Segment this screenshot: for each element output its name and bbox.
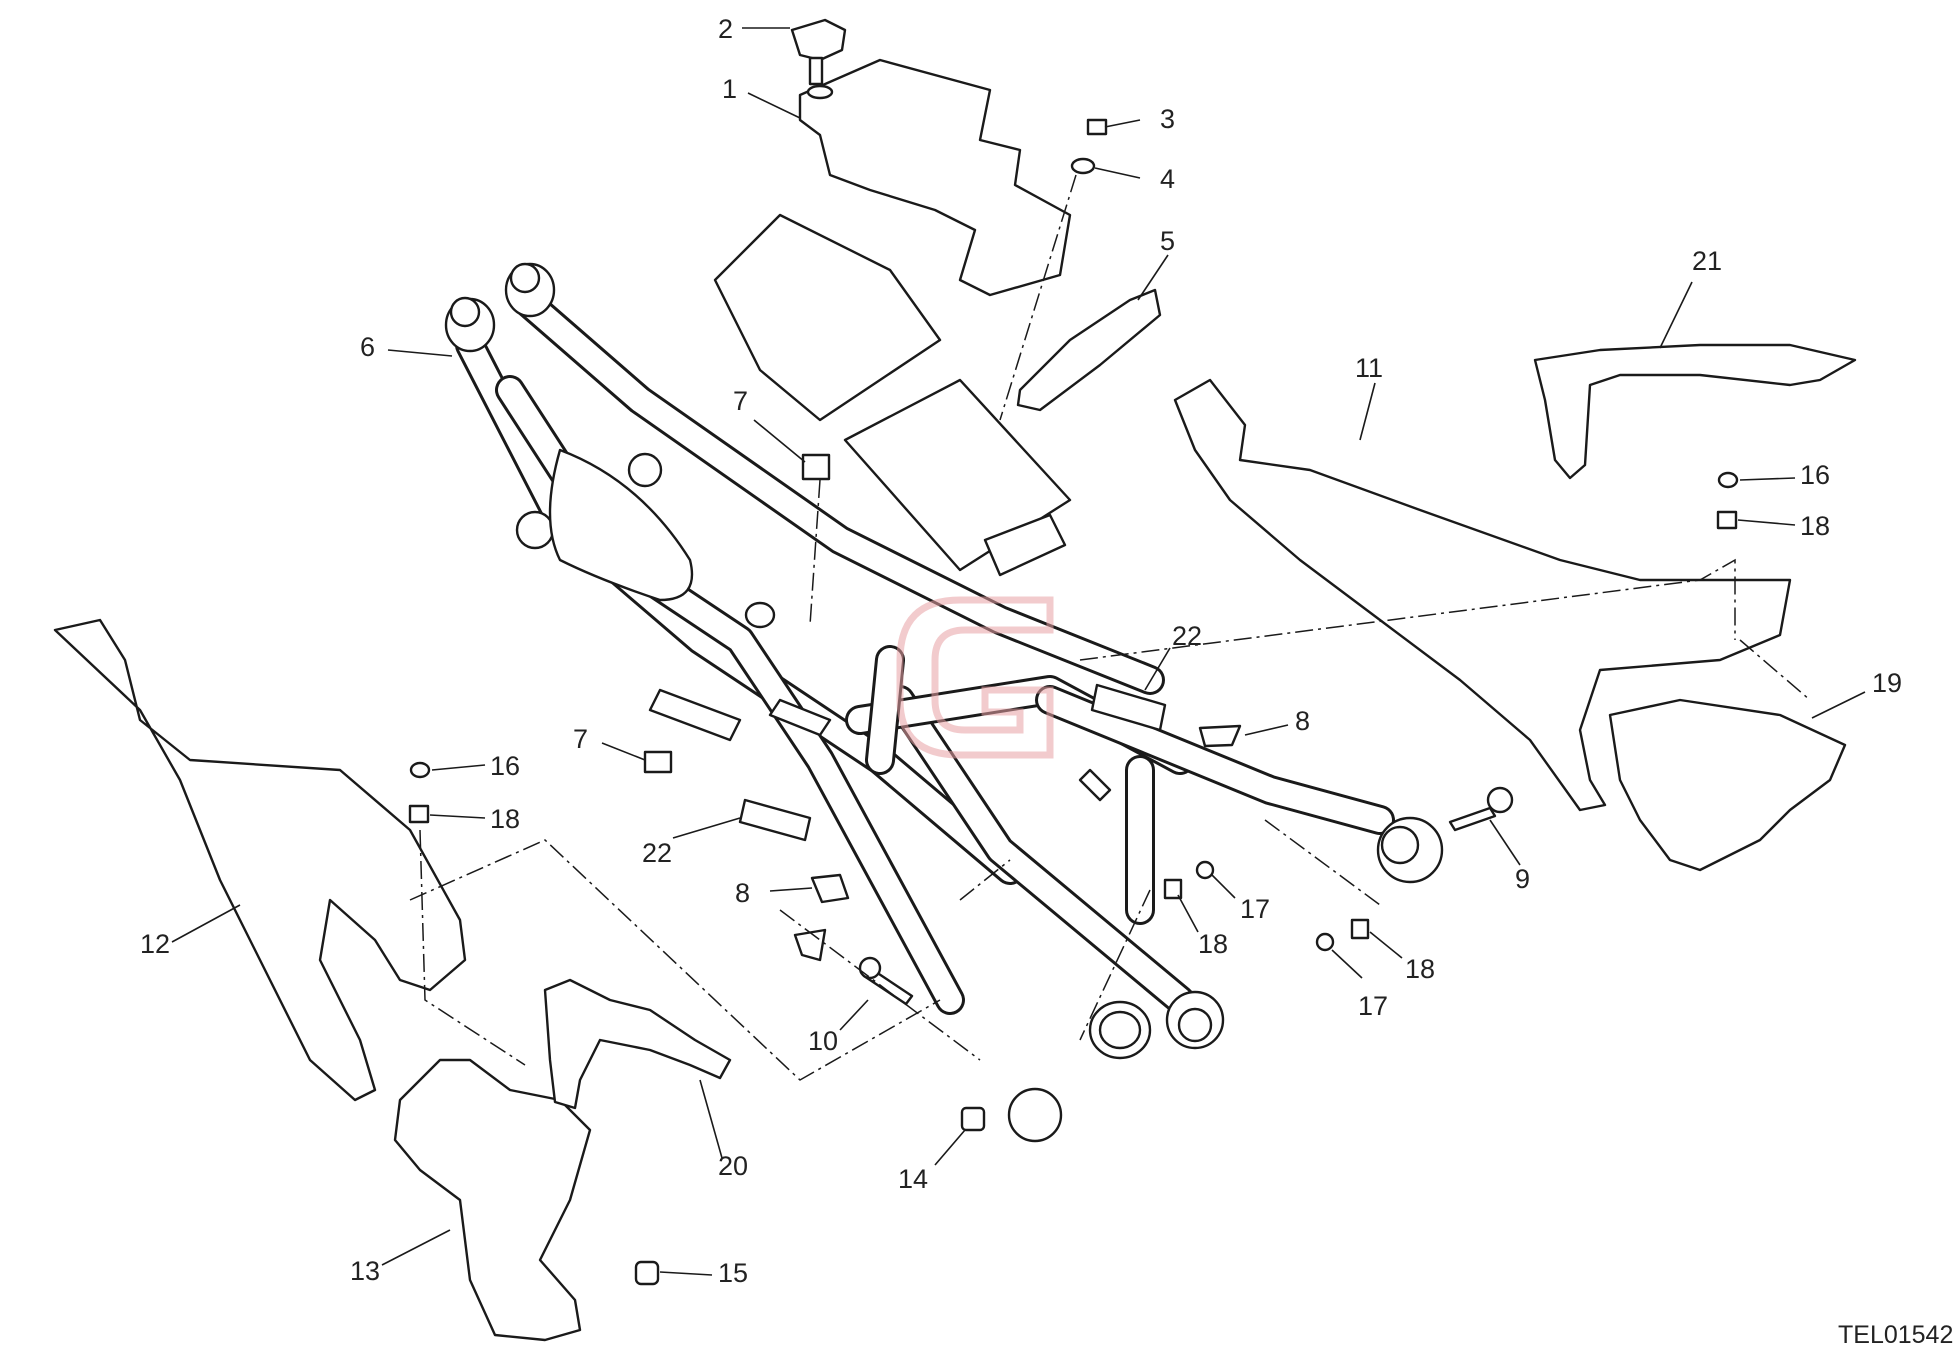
part-4-washer (1070, 157, 1096, 175)
part-20-strap (543, 978, 732, 1110)
part-1-bracket (798, 58, 1072, 297)
part-16-screw-left (409, 761, 431, 779)
part-7-clip-upper (801, 453, 831, 481)
part-2-knob (790, 18, 847, 62)
part-17-screw-upper (1195, 860, 1215, 880)
part-17-screw-lower (1315, 932, 1335, 952)
callout-18-mid: 18 (1198, 929, 1228, 959)
part-12-side-panel (53, 618, 467, 1102)
callout-2: 2 (718, 14, 733, 44)
assembly-lines (409, 174, 1811, 1081)
callout-5: 5 (1160, 226, 1175, 256)
callout-1: 1 (722, 74, 737, 104)
callout-16-right: 16 (1800, 460, 1830, 490)
part-9-bolt (1448, 806, 1497, 832)
callout-8-lower: 8 (735, 878, 750, 908)
callout-9: 9 (1515, 864, 1530, 894)
callout-14: 14 (898, 1164, 928, 1194)
part-13-lower-cover (393, 1058, 592, 1342)
part-7-clip-lower (643, 750, 673, 774)
callout-13: 13 (350, 1256, 380, 1286)
callout-21: 21 (1692, 246, 1722, 276)
callout-20: 20 (718, 1151, 748, 1181)
part-3-bolt (1086, 118, 1108, 136)
callout-6: 6 (360, 332, 375, 362)
callout-18-left: 18 (490, 804, 520, 834)
callout-19: 19 (1872, 668, 1902, 698)
part-8-grommet-b (810, 873, 850, 904)
ecu-unit (843, 378, 1072, 572)
part-18-clip-left (408, 804, 430, 824)
callout-4: 4 (1160, 164, 1175, 194)
part-22-label-upper (1090, 683, 1167, 732)
callout-17-upper: 17 (1240, 894, 1270, 924)
part-9-bolt-head (1486, 786, 1514, 814)
part-10-bolt-head (858, 956, 882, 980)
part-15-grommet (634, 1260, 660, 1286)
callout-18-low: 18 (1405, 954, 1435, 984)
callout-11: 11 (1355, 353, 1383, 383)
part-18-clip-right (1716, 510, 1738, 530)
part-8-grommet-c (793, 928, 827, 962)
part-16-screw-right (1717, 471, 1739, 489)
part-11-side-panel (1173, 378, 1792, 812)
ecu-connector (983, 513, 1067, 577)
part-2-knob-stem (808, 56, 824, 86)
part-18-clip-mid (1163, 878, 1183, 900)
callout-15: 15 (718, 1258, 748, 1288)
callout-18-right: 18 (1800, 511, 1830, 541)
callout-8-upper: 8 (1295, 706, 1310, 736)
callout-7-upper: 7 (733, 386, 748, 416)
callout-labels: 2 1 3 4 5 6 7 7 8 8 9 10 11 12 13 14 15 … (140, 14, 1902, 1288)
part-18-clip-low (1350, 918, 1370, 940)
callout-12: 12 (140, 929, 170, 959)
part-14-grommet (960, 1106, 986, 1132)
part-22-label-lower (738, 798, 812, 842)
rear-subframe (444, 262, 1444, 1143)
part-19-rear-cover (1608, 698, 1847, 872)
callout-16-left: 16 (490, 751, 520, 781)
callout-leaders (171, 27, 1866, 1276)
ecu-rack (713, 213, 942, 422)
callout-3: 3 (1160, 104, 1175, 134)
part-5-bracket (1016, 288, 1162, 412)
drawing-code: TEL01542 (1838, 1321, 1953, 1349)
part-8-grommet-a (1198, 724, 1242, 748)
callout-22-upper: 22 (1172, 621, 1202, 651)
callout-10: 10 (808, 1026, 838, 1056)
callout-7-lower: 7 (573, 724, 588, 754)
part-21-rear-cowl (1533, 343, 1857, 480)
part-2-washer (806, 84, 834, 100)
callout-22-lower: 22 (642, 838, 672, 868)
callout-17-lower: 17 (1358, 991, 1388, 1021)
watermark-logo (896, 596, 1054, 759)
